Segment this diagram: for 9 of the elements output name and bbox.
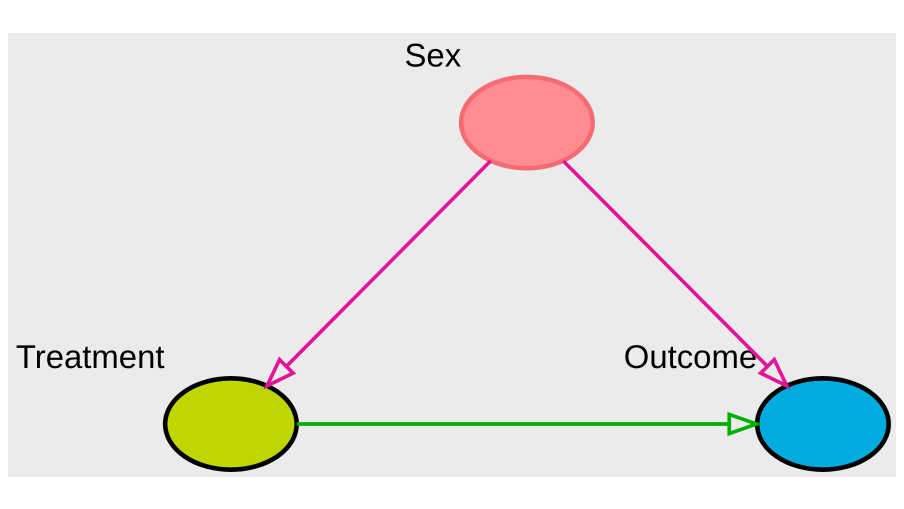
arrow bbox=[263, 159, 492, 390]
node-label: Sex bbox=[404, 36, 462, 74]
arrow bbox=[562, 159, 791, 390]
arrow bbox=[296, 411, 762, 436]
node-label: Outcome bbox=[624, 338, 758, 375]
node-ellipse bbox=[162, 376, 299, 472]
node-label: Treatment bbox=[16, 338, 165, 375]
node-ellipse bbox=[754, 376, 891, 472]
node-ellipse bbox=[458, 74, 595, 170]
